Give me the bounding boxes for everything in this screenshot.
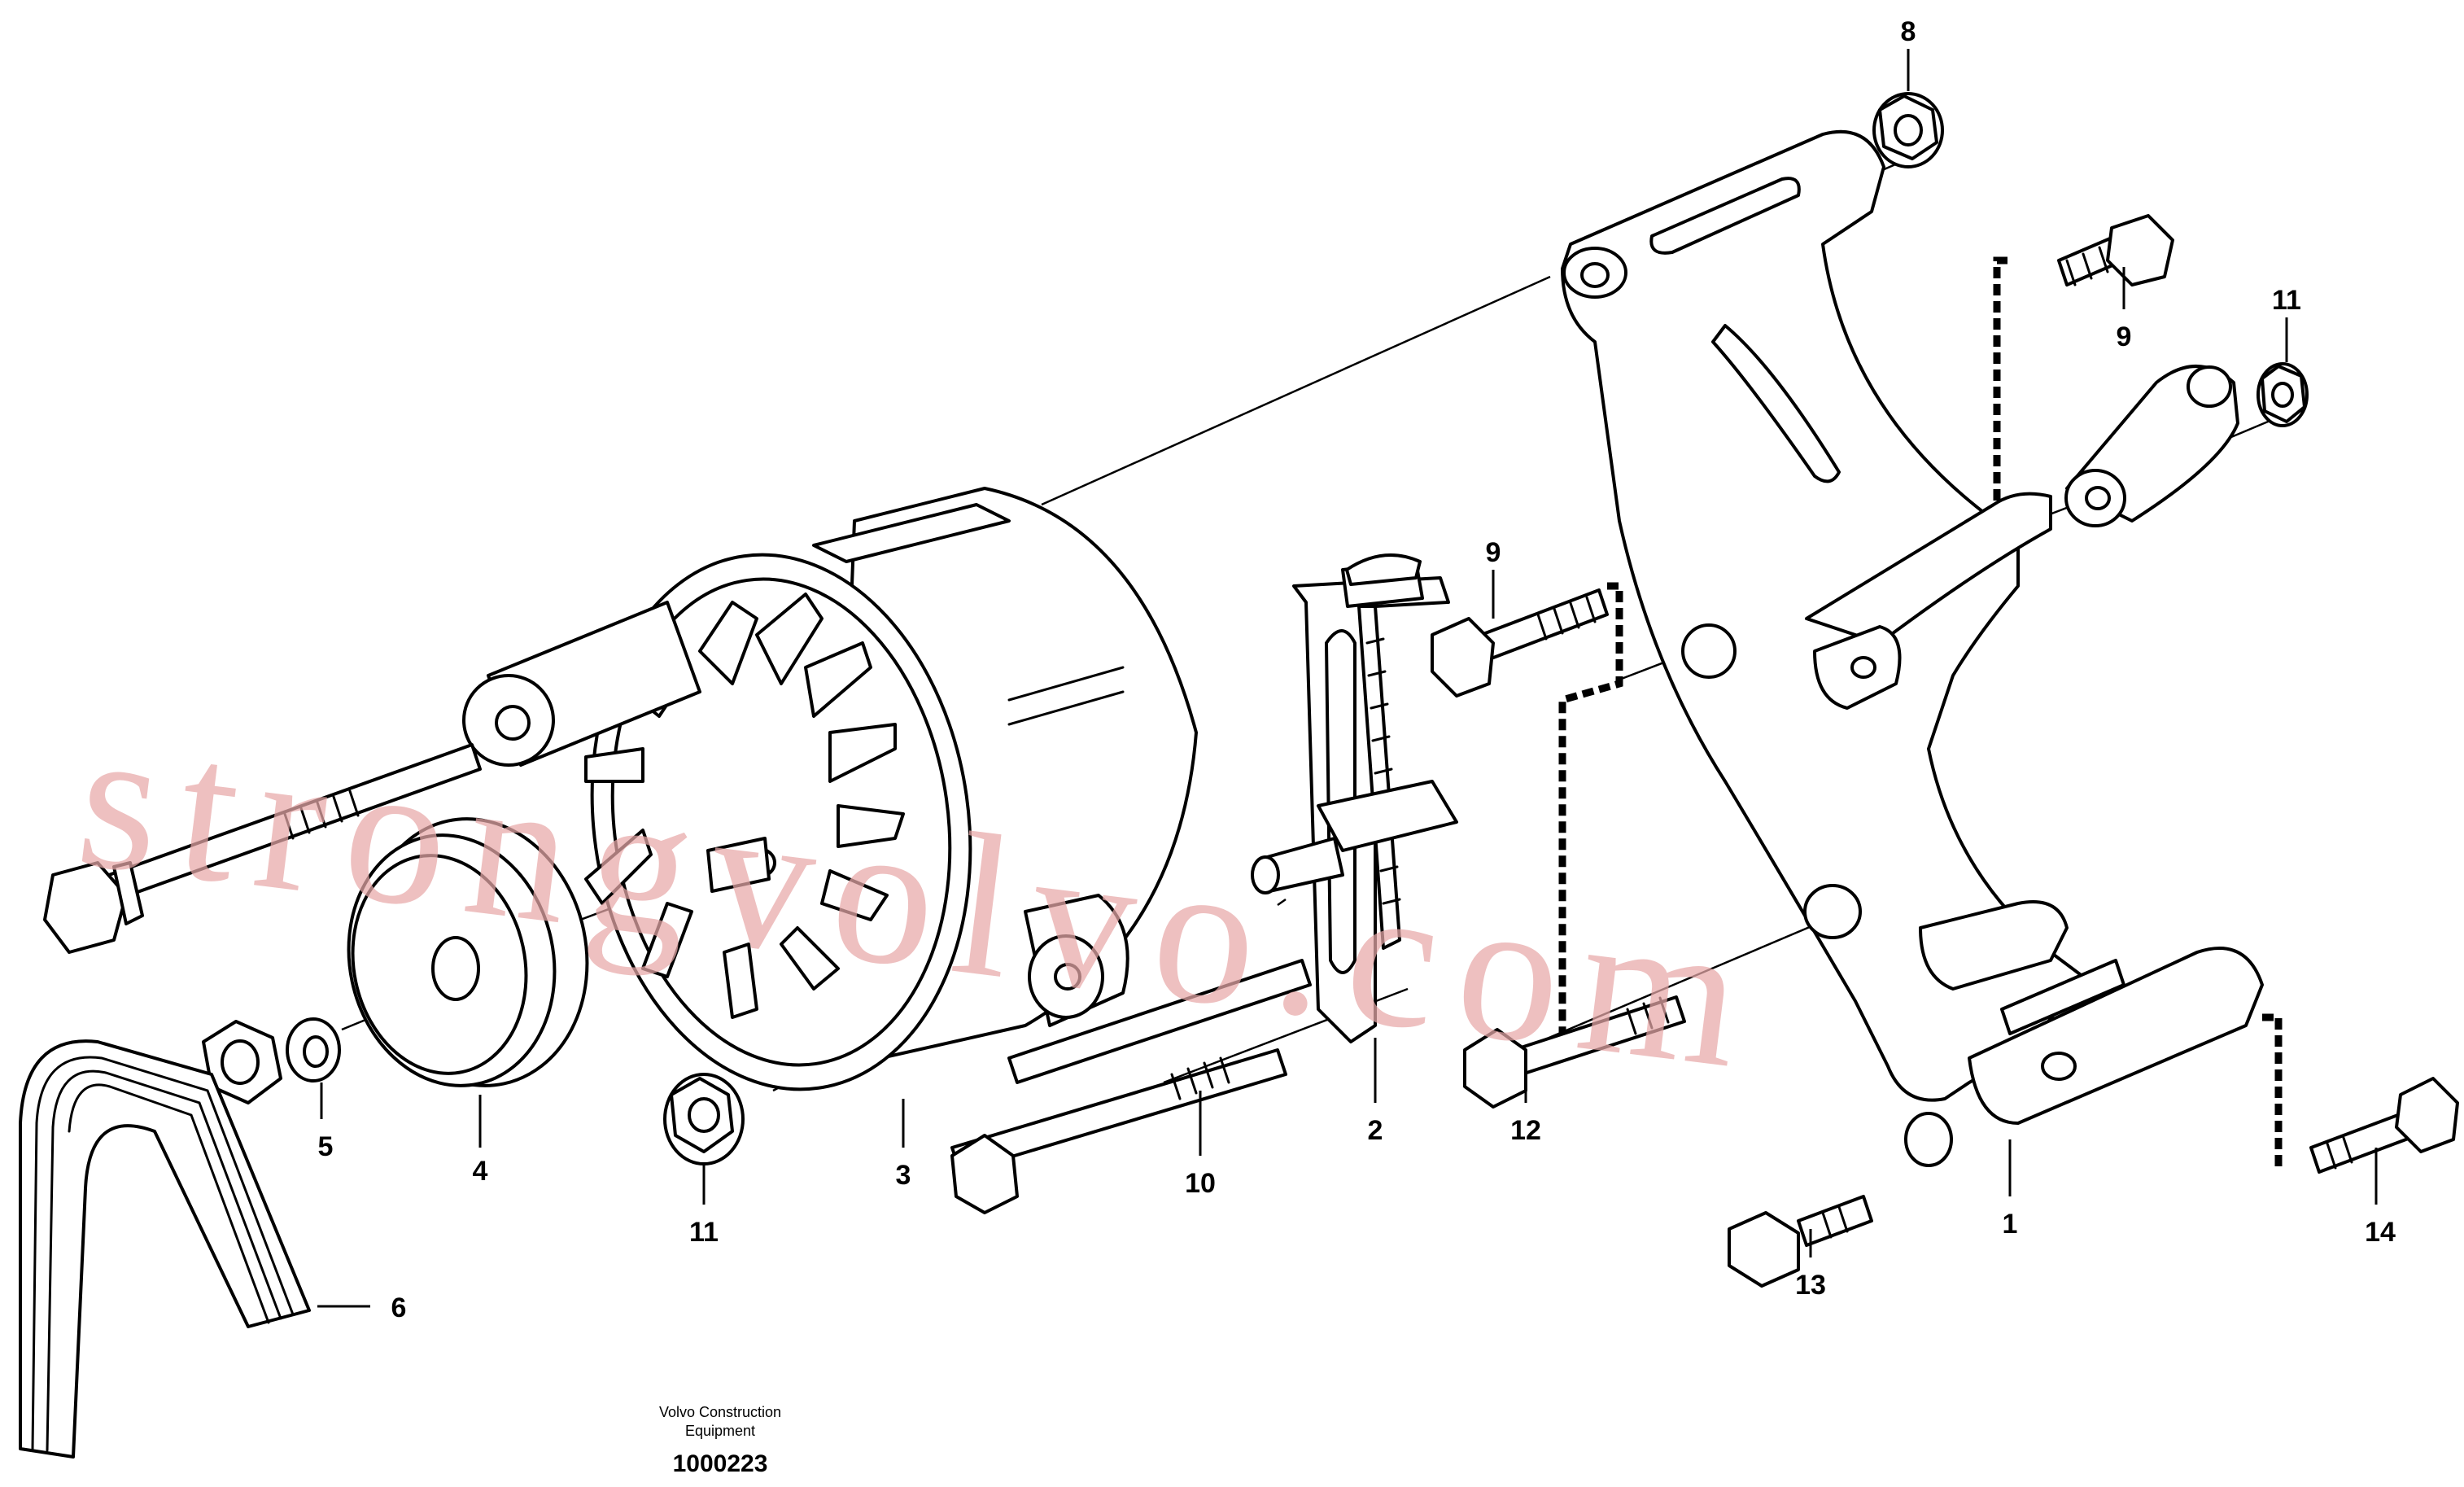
mounting-bracket (1561, 129, 2264, 1167)
callout-10: 10 (1185, 1168, 1216, 1199)
callout-11-left: 11 (689, 1217, 719, 1248)
bolt-item-12 (1463, 995, 1686, 1109)
callout-5: 5 (318, 1131, 334, 1162)
callout-4: 4 (473, 1156, 488, 1187)
flange-nut-item-11-right (2256, 362, 2309, 427)
v-belt (19, 1039, 311, 1459)
leader-lines (317, 49, 2378, 1308)
callout-3: 3 (896, 1160, 911, 1191)
flange-nut-item-8 (1872, 92, 1944, 168)
flange-nut-item-11-left (663, 1073, 745, 1166)
publisher-line-2: Equipment (685, 1423, 755, 1439)
bolt-item-9-middle (1431, 588, 1609, 698)
tensioner-link (1251, 553, 1458, 1043)
callout-9-top: 9 (2117, 321, 2132, 352)
callout-13: 13 (1795, 1270, 1826, 1301)
hidden-lines (1558, 256, 2283, 1172)
long-bolt-upper-left (43, 743, 482, 954)
callout-12: 12 (1510, 1115, 1541, 1146)
bolt-item-10 (950, 959, 1312, 1214)
bolt-item-9-top (2057, 214, 2174, 286)
callout-1: 1 (2003, 1209, 2018, 1240)
callout-labels: 8 9 11 9 2 12 10 11 3 4 5 6 13 1 14 (318, 16, 2396, 1323)
callout-9-middle: 9 (1486, 537, 1501, 568)
bolt-item-14 (2309, 1077, 2459, 1174)
publisher-line-1: Volvo Construction (659, 1404, 781, 1420)
washer (286, 1017, 341, 1082)
callout-6: 6 (391, 1292, 407, 1323)
callout-8: 8 (1901, 16, 1916, 47)
alternator (462, 487, 1198, 1091)
bolt-item-13 (1728, 1195, 1873, 1288)
pulley (347, 817, 589, 1087)
callout-14: 14 (2365, 1217, 2396, 1248)
document-number: 1000223 (673, 1450, 768, 1477)
callout-11-right: 11 (2272, 285, 2301, 316)
callout-2: 2 (1368, 1115, 1383, 1146)
